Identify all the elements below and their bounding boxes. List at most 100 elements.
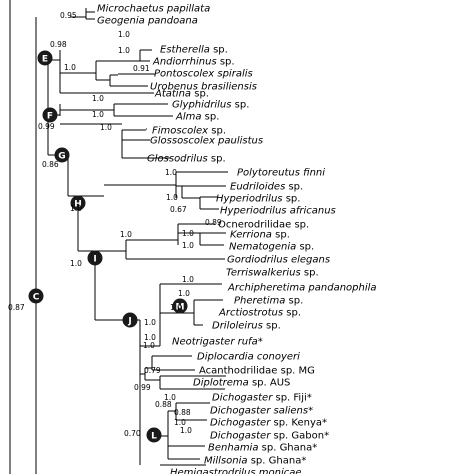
support-value: 1.0 bbox=[178, 289, 190, 298]
taxon-label: Acanthodrilidae sp. MG bbox=[199, 366, 315, 377]
taxon-name: Dichogaster bbox=[210, 418, 271, 429]
taxon-name: Driloleirus bbox=[212, 321, 263, 332]
taxon-suffix: sp. bbox=[301, 268, 319, 279]
support-value: 1.0 bbox=[165, 168, 177, 177]
support-value: 0.67 bbox=[170, 205, 187, 214]
taxon-name: Dichogaster bbox=[212, 393, 273, 404]
support-value: 1.0 bbox=[174, 418, 186, 427]
taxon-label: Andiorrhinus sp. bbox=[152, 57, 235, 68]
support-value: 1.0 bbox=[118, 30, 130, 39]
support-value: 1.0 bbox=[166, 193, 178, 202]
taxon-label: Benhamia sp. Ghana* bbox=[208, 443, 317, 454]
taxon-label: Urobenus brasiliensis bbox=[150, 82, 257, 93]
taxon-name: Ocnerodrilidae sp. bbox=[218, 220, 309, 231]
taxon-name: Pontoscolex spiralis bbox=[154, 69, 253, 80]
tree-branches bbox=[9, 0, 228, 474]
taxon-name: Polytoreutus finni bbox=[237, 168, 325, 179]
taxon-label: Atatina sp. bbox=[154, 89, 209, 100]
support-value: 1.0 bbox=[70, 204, 82, 213]
taxon-label: Kerriona sp. bbox=[230, 230, 290, 241]
taxon-suffix: sp. Kenya* bbox=[270, 418, 327, 429]
taxon-name: Microchaetus papillata bbox=[97, 4, 210, 15]
taxon-name: Pheretima bbox=[234, 296, 285, 307]
clade-node: I bbox=[87, 250, 103, 266]
taxon-label: Archipheretima pandanophila bbox=[227, 283, 377, 294]
clade-node: J bbox=[122, 312, 138, 328]
taxon-name: Gordiodrilus elegans bbox=[227, 255, 330, 266]
taxon-name: Hyperiodrilus bbox=[216, 194, 283, 205]
clade-node-label: I bbox=[93, 254, 96, 264]
taxon-name: Andiorrhinus bbox=[152, 57, 217, 68]
taxon-name: Glossodrilus bbox=[147, 154, 208, 165]
taxon-suffix: sp. bbox=[191, 89, 209, 100]
taxon-label: Arctiostrotus sp. bbox=[218, 308, 301, 319]
taxon-label: Neotrigaster rufa* bbox=[172, 337, 263, 348]
taxon-name: Neotrigaster rufa bbox=[172, 337, 258, 348]
clade-node-marker bbox=[172, 298, 188, 314]
taxon-label: Pontoscolex spiralis bbox=[154, 69, 253, 80]
support-value: 1.0 bbox=[182, 275, 194, 284]
taxon-name: Fimoscolex bbox=[152, 126, 208, 137]
support-value: 1.0 bbox=[182, 241, 194, 250]
clade-node-label: L bbox=[151, 431, 157, 441]
clade-node-marker bbox=[42, 107, 58, 123]
clade-node-marker bbox=[146, 427, 162, 443]
taxon-label: Gordiodrilus elegans bbox=[227, 255, 330, 266]
taxon-name: Nematogenia bbox=[229, 242, 296, 253]
taxon-label: Terriswalkerius sp. bbox=[226, 268, 319, 279]
support-value: 1.0 bbox=[180, 426, 192, 435]
support-value: 0.86 bbox=[42, 160, 59, 169]
clade-node-label: G bbox=[58, 151, 65, 161]
clade-node: L bbox=[146, 427, 162, 443]
support-value: 1.0 bbox=[143, 341, 155, 350]
taxon-name: Atatina bbox=[154, 89, 191, 100]
taxon-name: Millsonia bbox=[204, 456, 248, 467]
taxon-label: Diplocardia conoyeri bbox=[197, 352, 300, 363]
taxon-name: Diplocardia conoyeri bbox=[197, 352, 300, 363]
clade-node-marker bbox=[54, 147, 70, 163]
clade-node-marker bbox=[37, 50, 53, 66]
taxon-name: Terriswalkerius bbox=[226, 268, 301, 279]
taxon-label: Pheretima sp. bbox=[234, 296, 303, 307]
taxon-name: Geogenia pandoana bbox=[97, 16, 198, 27]
support-value: 1.0 bbox=[92, 110, 104, 119]
support-value: 1.0 bbox=[164, 393, 176, 402]
taxon-label: Estherella sp. bbox=[160, 45, 228, 56]
clade-node: H bbox=[70, 195, 86, 211]
taxon-label: Glyphidrilus sp. bbox=[172, 100, 249, 111]
taxon-label: Geogenia pandoana bbox=[97, 16, 198, 27]
support-value: 1.0 bbox=[144, 333, 156, 342]
taxon-name: Alma bbox=[175, 112, 202, 123]
taxon-suffix: * bbox=[258, 337, 263, 348]
support-values: 0.950.981.01.01.00.910.991.01.01.00.861.… bbox=[8, 11, 222, 438]
taxon-label: Hyperiodrilus sp. bbox=[216, 194, 300, 205]
support-value: 1.0 bbox=[182, 229, 194, 238]
taxon-suffix: sp. bbox=[208, 154, 226, 165]
support-value: 1.0 bbox=[118, 46, 130, 55]
support-value: 0.88 bbox=[155, 400, 172, 409]
taxon-name: Urobenus brasiliensis bbox=[150, 82, 257, 93]
taxon-suffix: sp. bbox=[231, 100, 249, 111]
taxon-name: Hyperiodrilus africanus bbox=[220, 206, 336, 217]
clade-node: E bbox=[37, 50, 53, 66]
support-value: 1.0 bbox=[64, 63, 76, 72]
taxon-label: Nematogenia sp. bbox=[229, 242, 314, 253]
taxon-label: Microchaetus papillata bbox=[97, 4, 210, 15]
taxon-name: Glyphidrilus bbox=[172, 100, 231, 111]
taxon-name: Hemigastrodrilus monicae bbox=[170, 468, 302, 474]
taxon-suffix: sp. bbox=[272, 230, 290, 241]
taxon-name: Kerriona bbox=[230, 230, 272, 241]
taxon-suffix: sp. Gabon* bbox=[270, 431, 329, 442]
taxon-suffix: sp. Ghana* bbox=[258, 443, 317, 454]
clade-node: G bbox=[54, 147, 70, 163]
taxon-label: Glossoscolex paulistus bbox=[150, 136, 263, 147]
taxon-label: Dichogaster sp. Gabon* bbox=[210, 431, 329, 442]
support-value: 0.98 bbox=[50, 40, 67, 49]
taxon-label: Millsonia sp. Ghana* bbox=[204, 456, 306, 467]
support-value: 0.87 bbox=[8, 303, 25, 312]
taxon-suffix: sp. bbox=[285, 182, 303, 193]
taxon-suffix: sp. Ghana* bbox=[248, 456, 307, 467]
taxon-suffix: sp. bbox=[263, 321, 281, 332]
